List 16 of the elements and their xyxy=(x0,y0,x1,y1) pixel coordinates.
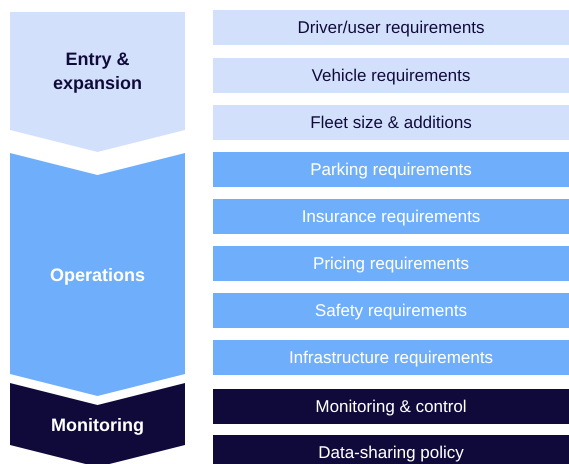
chevron-band xyxy=(10,12,185,152)
requirement-bar: Infrastructure requirements xyxy=(213,340,569,375)
requirement-bar: Vehicle requirements xyxy=(213,58,569,93)
requirement-bar: Insurance requirements xyxy=(213,199,569,234)
requirement-bar: Fleet size & additions xyxy=(213,105,569,140)
requirement-bar: Pricing requirements xyxy=(213,246,569,281)
stage-label: Monitoring xyxy=(50,414,145,437)
chevron-band xyxy=(10,153,185,396)
requirement-bar: Data-sharing policy xyxy=(213,435,569,464)
chevron-band xyxy=(10,383,185,464)
requirement-bar: Monitoring & control xyxy=(213,389,569,424)
requirement-bar: Safety requirements xyxy=(213,293,569,328)
stage-label: Entry & expansion xyxy=(52,48,144,95)
requirement-bar: Driver/user requirements xyxy=(213,10,569,45)
stage-label: Operations xyxy=(48,264,146,286)
requirement-bar: Parking requirements xyxy=(213,152,569,187)
